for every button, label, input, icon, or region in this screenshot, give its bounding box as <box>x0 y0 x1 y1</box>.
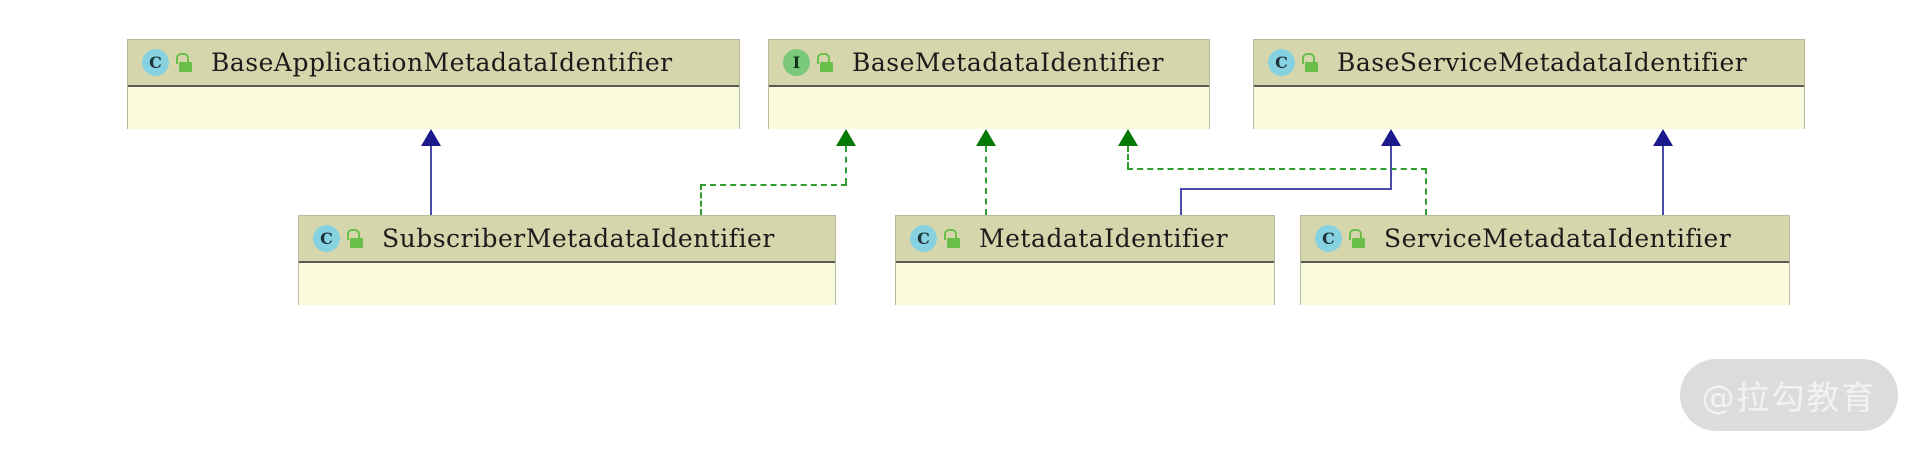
class-members-compartment <box>128 87 739 129</box>
class-header: C BaseApplicationMetadataIdentifier <box>128 40 739 87</box>
class-members-compartment <box>1301 263 1789 305</box>
class-members-compartment <box>1254 87 1804 129</box>
unlocked-padlock-icon <box>1301 52 1319 73</box>
realization-arrowhead <box>1118 129 1138 146</box>
class-stereotype-icon: C <box>142 49 169 76</box>
realization-arrowhead <box>976 129 996 146</box>
class-header: C SubscriberMetadataIdentifier <box>299 216 835 263</box>
unlocked-padlock-icon <box>1348 228 1366 249</box>
class-stereotype-icon: C <box>1315 225 1342 252</box>
class-name-label: BaseMetadataIdentifier <box>852 48 1164 77</box>
realization-line <box>700 184 702 215</box>
generalization-arrowhead <box>1653 129 1673 146</box>
generalization-line <box>430 146 432 215</box>
class-box-service-metadata-identifier[interactable]: C ServiceMetadataIdentifier <box>1300 215 1790 305</box>
realization-line <box>1127 146 1129 168</box>
class-header: C ServiceMetadataIdentifier <box>1301 216 1789 263</box>
class-name-label: BaseServiceMetadataIdentifier <box>1337 48 1748 77</box>
watermark-text: @拉勾教育 <box>1701 378 1877 417</box>
realization-line <box>700 184 847 186</box>
generalization-line <box>1180 188 1392 190</box>
generalization-line <box>1180 188 1182 215</box>
realization-line <box>1127 168 1427 170</box>
class-members-compartment <box>769 87 1209 129</box>
unlocked-padlock-icon <box>816 52 834 73</box>
class-name-label: ServiceMetadataIdentifier <box>1384 224 1732 253</box>
class-name-label: MetadataIdentifier <box>979 224 1229 253</box>
unlocked-padlock-icon <box>346 228 364 249</box>
realization-line <box>1425 168 1427 215</box>
generalization-line <box>1390 146 1392 188</box>
class-stereotype-icon: C <box>910 225 937 252</box>
class-box-base-metadata-identifier[interactable]: I BaseMetadataIdentifier <box>768 39 1210 129</box>
unlocked-padlock-icon <box>175 52 193 73</box>
class-name-label: BaseApplicationMetadataIdentifier <box>211 48 673 77</box>
class-stereotype-icon: C <box>313 225 340 252</box>
class-header: I BaseMetadataIdentifier <box>769 40 1209 87</box>
class-header: C BaseServiceMetadataIdentifier <box>1254 40 1804 87</box>
realization-arrowhead <box>836 129 856 146</box>
class-header: C MetadataIdentifier <box>896 216 1274 263</box>
realization-line <box>845 146 847 184</box>
unlocked-padlock-icon <box>943 228 961 249</box>
interface-stereotype-icon: I <box>783 49 810 76</box>
generalization-arrowhead <box>421 129 441 146</box>
class-stereotype-icon: C <box>1268 49 1295 76</box>
class-name-label: SubscriberMetadataIdentifier <box>382 224 775 253</box>
generalization-line <box>1662 146 1664 215</box>
generalization-arrowhead <box>1381 129 1401 146</box>
class-members-compartment <box>896 263 1274 305</box>
class-members-compartment <box>299 263 835 305</box>
realization-line <box>985 146 987 215</box>
class-box-base-application-metadata-identifier[interactable]: C BaseApplicationMetadataIdentifier <box>127 39 740 129</box>
class-box-metadata-identifier[interactable]: C MetadataIdentifier <box>895 215 1275 305</box>
watermark-badge: @拉勾教育 <box>1680 359 1898 431</box>
class-box-base-service-metadata-identifier[interactable]: C BaseServiceMetadataIdentifier <box>1253 39 1805 129</box>
class-box-subscriber-metadata-identifier[interactable]: C SubscriberMetadataIdentifier <box>298 215 836 305</box>
